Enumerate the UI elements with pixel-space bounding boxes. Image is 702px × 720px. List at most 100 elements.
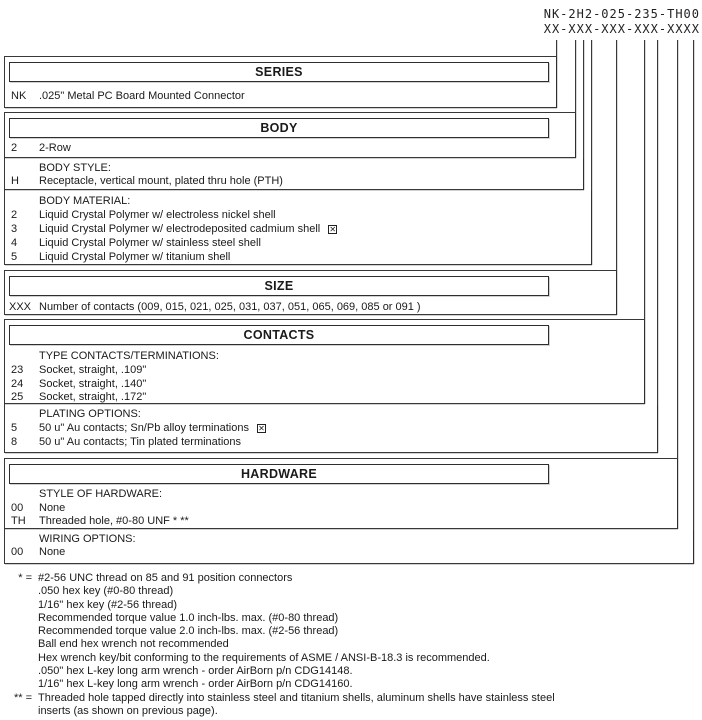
option-row: 4 Liquid Crystal Polymer w/ stainless st… bbox=[5, 237, 591, 251]
connector-line-series bbox=[556, 40, 557, 108]
option-code: 5 bbox=[11, 251, 18, 263]
option-description: Threaded hole, #0-80 UNF * ** bbox=[39, 515, 189, 527]
x-box-icon: ✕ bbox=[256, 424, 266, 433]
body-material-block: BODY MATERIAL: 2 Liquid Crystal Polymer … bbox=[4, 190, 591, 265]
option-code: 3 bbox=[11, 223, 18, 235]
footnote-line: .050 hex key (#0-80 thread) bbox=[6, 585, 700, 598]
size-block: SIZE XXX Number of contacts (009, 015, 0… bbox=[4, 270, 616, 315]
footnote-line: Recommended torque value 2.0 inch-lbs. m… bbox=[6, 625, 700, 638]
contacts-header: CONTACTS bbox=[9, 325, 549, 345]
option-row: TH Threaded hole, #0-80 UNF * ** bbox=[5, 515, 677, 529]
option-code: 5 bbox=[11, 422, 18, 434]
option-code: TH bbox=[11, 515, 26, 527]
option-code: 23 bbox=[11, 364, 24, 376]
option-description: Socket, straight, .172" bbox=[39, 391, 147, 403]
option-row: 2 Liquid Crystal Polymer w/ electroless … bbox=[5, 209, 591, 223]
option-code: 00 bbox=[11, 546, 24, 558]
footnote-line: ** = Threaded hole tapped directly into s… bbox=[6, 692, 700, 705]
option-row: 8 50 u" Au contacts; Tin plated terminat… bbox=[5, 436, 657, 450]
x-box-icon: ✕ bbox=[328, 225, 338, 234]
footnotes: * = #2-56 UNC thread on 85 and 91 positio… bbox=[6, 572, 700, 718]
footnote-line: 1/16" hex key (#2-56 thread) bbox=[6, 599, 700, 612]
option-description: 50 u" Au contacts; Sn/Pb alloy terminati… bbox=[39, 422, 266, 434]
part-number-mask: XX-XXX-XXX-XXX-XXXX bbox=[543, 22, 700, 36]
connector-line-plating bbox=[657, 40, 658, 453]
option-row: 2 2-Row bbox=[5, 142, 575, 156]
footnote-text: #2-56 UNC thread on 85 and 91 position c… bbox=[38, 572, 293, 584]
option-description: Socket, straight, .109" bbox=[39, 364, 147, 376]
footnote-line: .050" hex L-key long arm wrench - order … bbox=[6, 665, 700, 678]
footnote-text: Recommended torque value 2.0 inch-lbs. m… bbox=[38, 625, 339, 638]
connector-line-wiring bbox=[693, 40, 694, 564]
connector-line-body-material bbox=[591, 40, 592, 265]
option-description: 50 u" Au contacts; Tin plated terminatio… bbox=[39, 436, 242, 448]
connector-line-hardware-style bbox=[677, 40, 678, 529]
body-header: BODY bbox=[9, 118, 549, 138]
footnote-line: Hex wrench key/bit conforming to the req… bbox=[6, 652, 700, 665]
contact-type-label: TYPE CONTACTS/TERMINATIONS: bbox=[39, 350, 219, 362]
option-description: .025" Metal PC Board Mounted Connector bbox=[39, 90, 245, 102]
option-description: Receptacle, vertical mount, plated thru … bbox=[39, 175, 283, 187]
option-row: H Receptacle, vertical mount, plated thr… bbox=[5, 175, 583, 189]
hardware-style-label: STYLE OF HARDWARE: bbox=[39, 488, 163, 500]
part-number-example: NK-2H2-025-235-TH00 bbox=[543, 7, 700, 21]
option-code: 8 bbox=[11, 436, 18, 448]
body-style-label: BODY STYLE: bbox=[39, 162, 111, 174]
wiring-label: WIRING OPTIONS: bbox=[39, 533, 136, 545]
plating-block: PLATING OPTIONS: 5 50 u" Au contacts; Sn… bbox=[4, 404, 657, 453]
option-description: Liquid Crystal Polymer w/ electrodeposit… bbox=[39, 223, 338, 235]
option-row: 24 Socket, straight, .140" bbox=[5, 378, 644, 392]
hardware-header: HARDWARE bbox=[9, 464, 549, 484]
footnote-text: Ball end hex wrench not recommended bbox=[38, 638, 229, 651]
footnote-line: inserts (as shown on previous page). bbox=[6, 705, 700, 718]
footnote-text: .050" hex L-key long arm wrench - order … bbox=[38, 665, 353, 678]
option-description: Socket, straight, .140" bbox=[39, 378, 147, 390]
footnote-marker: ** = bbox=[13, 691, 32, 704]
option-code: 25 bbox=[11, 391, 24, 403]
footnote-line: Ball end hex wrench not recommended bbox=[6, 638, 700, 651]
body-material-label: BODY MATERIAL: bbox=[39, 195, 131, 207]
series-block: SERIES NK .025" Metal PC Board Mounted C… bbox=[4, 56, 556, 108]
footnote-line: 1/16" hex L-key long arm wrench - order … bbox=[6, 678, 700, 691]
option-description: Liquid Crystal Polymer w/ electroless ni… bbox=[39, 209, 276, 221]
option-code: 24 bbox=[11, 378, 24, 390]
footnote-text: Recommended torque value 1.0 inch-lbs. m… bbox=[38, 611, 339, 624]
option-row: NK .025" Metal PC Board Mounted Connecto… bbox=[5, 90, 556, 104]
hardware-block: HARDWARE STYLE OF HARDWARE: 00 None TH T… bbox=[4, 458, 677, 529]
option-row: 23 Socket, straight, .109" bbox=[5, 364, 644, 378]
connector-line-body-row bbox=[575, 40, 576, 158]
option-row: 00 None bbox=[5, 546, 693, 560]
footnote-marker: * = bbox=[18, 572, 32, 584]
option-code: 2 bbox=[11, 209, 18, 221]
option-code: H bbox=[11, 175, 19, 187]
size-header: SIZE bbox=[9, 276, 549, 296]
wiring-block: WIRING OPTIONS: 00 None bbox=[4, 529, 693, 564]
option-row: 00 None bbox=[5, 502, 677, 516]
footnote-text: Hex wrench key/bit conforming to the req… bbox=[38, 651, 490, 664]
option-row: 5 Liquid Crystal Polymer w/ titanium she… bbox=[5, 251, 591, 265]
connector-line-body-style bbox=[583, 40, 584, 190]
connector-line-contact-type bbox=[644, 40, 645, 404]
option-code: NK bbox=[11, 90, 27, 102]
option-description: Number of contacts (009, 015, 021, 025, … bbox=[39, 301, 421, 313]
option-code: 00 bbox=[11, 502, 24, 514]
option-code: 2 bbox=[11, 142, 18, 154]
option-description: None bbox=[39, 546, 66, 558]
footnote-text: inserts (as shown on previous page). bbox=[38, 704, 218, 717]
footnote-line: Recommended torque value 1.0 inch-lbs. m… bbox=[6, 612, 700, 625]
option-row: 3 Liquid Crystal Polymer w/ electrodepos… bbox=[5, 223, 591, 237]
body-style-block: BODY STYLE: H Receptacle, vertical mount… bbox=[4, 158, 583, 190]
body-block: BODY 2 2-Row bbox=[4, 112, 575, 158]
option-description: Liquid Crystal Polymer w/ titanium shell bbox=[39, 251, 231, 263]
footnote-text: Threaded hole tapped directly into stain… bbox=[38, 691, 555, 704]
connector-line-size bbox=[616, 40, 617, 315]
footnote-text: 1/16" hex L-key long arm wrench - order … bbox=[38, 678, 353, 691]
option-description: Liquid Crystal Polymer w/ stainless stee… bbox=[39, 237, 261, 249]
option-row: 25 Socket, straight, .172" bbox=[5, 391, 644, 405]
option-code: 4 bbox=[11, 237, 18, 249]
option-code: XXX bbox=[9, 301, 32, 313]
footnote-text: .050 hex key (#0-80 thread) bbox=[38, 585, 174, 598]
footnote-text: 1/16" hex key (#2-56 thread) bbox=[38, 598, 178, 611]
contacts-block: CONTACTS TYPE CONTACTS/TERMINATIONS: 23 … bbox=[4, 319, 644, 404]
